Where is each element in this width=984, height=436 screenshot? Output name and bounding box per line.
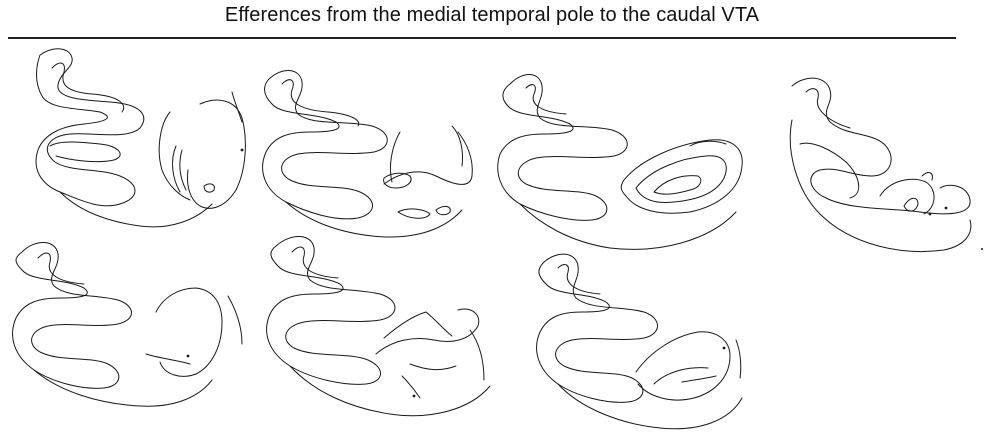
section-7-inner-gyrus (558, 265, 600, 294)
section-6-label-dot (413, 395, 416, 398)
section-6-cortex-outline (267, 236, 395, 384)
brain-section-7 (537, 254, 742, 429)
section-4-label-dot-2 (945, 207, 948, 210)
section-3-cortex-outline (498, 74, 627, 220)
section-2-lower-outline (286, 202, 462, 237)
section-2-inner-gyrus (282, 80, 359, 126)
section-3-hippocampus (654, 176, 701, 195)
section-3-inner-gyrus (526, 85, 566, 114)
section-6-inner-gyrus (292, 247, 338, 278)
section-7-temporal-lobe (636, 332, 730, 400)
section-4-stalk (922, 173, 932, 180)
section-5-lower-outline (34, 370, 212, 406)
brain-section-2 (263, 70, 473, 237)
section-1-hippocampus (173, 146, 180, 192)
section-1-stalk (232, 92, 242, 122)
section-5-stalk (228, 296, 242, 344)
section-2-uncus (436, 206, 450, 214)
section-6-lower-wedge (410, 364, 456, 370)
brain-section-4 (790, 78, 971, 251)
section-2-amygdala (384, 173, 411, 188)
brain-section-5 (13, 242, 242, 406)
brain-section-1 (36, 49, 245, 227)
section-7-lower-outline (558, 384, 742, 429)
section-5-label-dot (187, 355, 190, 358)
section-7-medial-line (682, 376, 716, 382)
section-7-stalk (736, 340, 741, 378)
section-7-cortex-outline (537, 254, 658, 402)
edge-mark (981, 248, 983, 250)
section-6-medial-line (402, 376, 420, 398)
section-2-hippocampus (398, 209, 430, 218)
section-1-hippocampus-2 (180, 150, 186, 190)
section-1-ventricle (204, 184, 214, 192)
section-1-lower-outline (60, 192, 212, 227)
section-1-inner-gyrus-2 (50, 142, 120, 162)
section-3-temporal-lobe-inner (636, 156, 726, 203)
section-1-cortex-outline (36, 49, 144, 206)
section-4-medial-fold (800, 143, 859, 198)
section-4-inner-gyrus (806, 89, 850, 128)
section-1-temporal-lobe (188, 100, 246, 208)
brain-section-3 (498, 74, 742, 249)
section-1-label-dot (241, 149, 244, 152)
section-4-hippocampus (904, 198, 918, 211)
section-6-lower-outline (290, 366, 490, 416)
brain-section-6 (267, 236, 490, 415)
section-3-lower-outline (520, 204, 736, 249)
section-2-stalk (452, 126, 463, 166)
section-5-cortex-outline (13, 242, 132, 388)
section-1-inner-gyrus (52, 63, 124, 112)
section-7-label-dot (723, 347, 726, 350)
section-2-temporal-lobe (384, 132, 472, 184)
section-5-temporal-lobe (156, 288, 222, 376)
section-4-label-dot (929, 213, 932, 216)
section-5-medial-line (146, 354, 190, 364)
section-1-medial-wall (159, 112, 190, 200)
section-7-hippocampus (654, 368, 708, 384)
section-6-stalk (470, 330, 484, 380)
section-2-cortex-outline (263, 70, 388, 218)
section-6-upper-wedge (384, 312, 452, 338)
